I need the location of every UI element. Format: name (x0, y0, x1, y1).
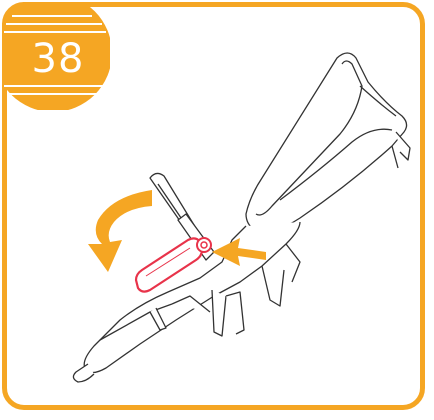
seat-backrest (246, 53, 410, 233)
curved-arrow-down-icon (88, 190, 152, 272)
release-button (197, 238, 211, 252)
